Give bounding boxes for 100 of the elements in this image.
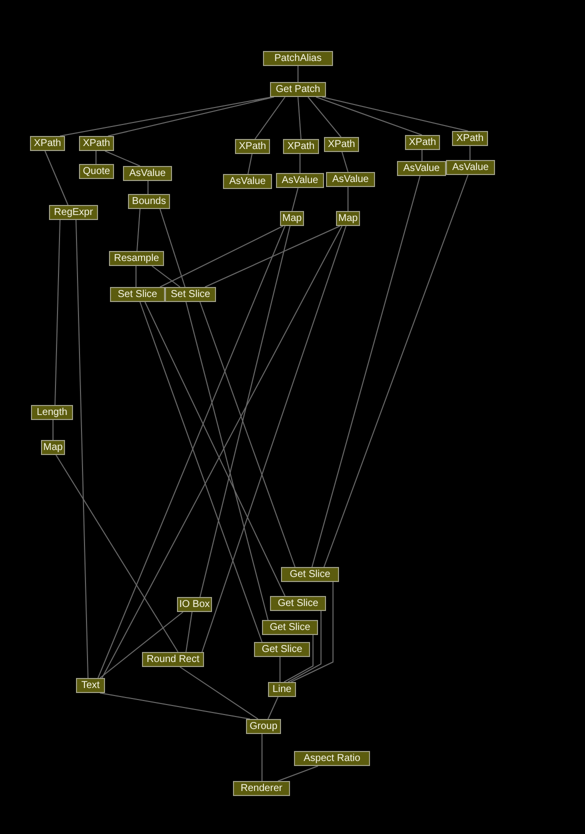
connector-line <box>100 692 250 720</box>
connector-line <box>104 150 140 166</box>
connector-line <box>254 96 286 140</box>
connector-line <box>200 226 290 598</box>
patch-node <box>263 51 333 66</box>
node-label: XPath <box>328 140 356 150</box>
node-label: Map <box>338 214 358 224</box>
connector-line <box>308 96 342 138</box>
connector-line <box>324 174 468 568</box>
node-label: AsValue <box>452 162 489 172</box>
patch-node <box>79 164 114 179</box>
patch-node <box>270 82 326 97</box>
connector-line <box>278 766 318 782</box>
connector-line <box>298 96 302 140</box>
node-label: Length <box>36 408 68 418</box>
connector-line <box>186 612 192 652</box>
patch-node <box>270 596 326 611</box>
connector-line <box>160 226 284 288</box>
connector-line <box>52 420 54 440</box>
node-label: Quote <box>82 166 110 176</box>
connector-line <box>102 226 342 678</box>
node-label: AsValue <box>282 176 318 186</box>
patch-node <box>405 135 440 150</box>
node-label: XPath <box>34 138 62 148</box>
patch-node <box>452 131 488 146</box>
connector-line <box>202 226 346 652</box>
patch-node <box>49 205 98 220</box>
patch-node <box>123 166 172 181</box>
node-label: Map <box>282 214 302 224</box>
patch-node <box>128 194 170 209</box>
connector-line <box>100 612 184 678</box>
node-label: Get Slice <box>262 644 302 654</box>
patch-node <box>276 173 324 188</box>
patch-node <box>109 251 164 266</box>
node-label: Get Slice <box>290 570 330 580</box>
node-label: Get Patch <box>276 84 320 94</box>
node-label: Bounds <box>132 196 166 206</box>
node-label: PatchAlias <box>274 54 322 64</box>
node-label: IO Box <box>179 600 210 610</box>
node-label: Map <box>43 442 63 452</box>
connector-line <box>312 176 420 568</box>
patch-node <box>142 652 204 667</box>
node-label: Set Slice <box>118 290 158 300</box>
patch-node <box>283 139 319 154</box>
patch-node <box>30 136 65 151</box>
patch-node <box>233 781 290 796</box>
connector-line <box>248 154 252 174</box>
node-label: Resample <box>114 254 160 264</box>
node-label: Text <box>81 680 100 690</box>
node-label: XPath <box>287 142 315 152</box>
node-label: RegExpr <box>54 208 93 218</box>
patch-node <box>223 174 272 189</box>
connector-line <box>322 96 468 132</box>
connector-line <box>140 302 262 642</box>
connector-line <box>144 302 286 596</box>
connector-line <box>204 226 340 288</box>
connector-line <box>292 188 298 212</box>
patch-node <box>246 719 281 734</box>
node-label: AsValue <box>332 174 369 184</box>
patch-node <box>31 405 73 420</box>
patch-node <box>326 172 375 187</box>
node-label: Get Slice <box>270 622 310 632</box>
connector-line <box>136 208 140 252</box>
patch-node <box>397 161 446 176</box>
connector-line <box>108 96 274 136</box>
patch-node <box>235 139 270 154</box>
connector-line <box>98 226 286 678</box>
node-label: Set Slice <box>170 290 210 300</box>
connector-line <box>56 454 178 652</box>
connector-line <box>186 302 268 620</box>
patch-node <box>110 287 165 302</box>
patch-node <box>79 136 114 151</box>
node-label: Line <box>272 684 292 694</box>
connector-line <box>316 96 422 136</box>
node-label: XPath <box>408 138 436 148</box>
patch-node <box>268 682 296 697</box>
connector-line <box>268 696 278 720</box>
connector-line <box>342 152 348 172</box>
connector-line <box>288 610 322 682</box>
connector-line <box>44 150 68 206</box>
node-label: AsValue <box>129 168 166 178</box>
connector-line <box>290 582 334 682</box>
patch-node <box>324 137 359 152</box>
connector-line <box>284 634 314 682</box>
connector-line <box>160 208 186 288</box>
node-label: XPath <box>238 142 266 152</box>
node-label: XPath <box>456 134 484 144</box>
node-label: Get Slice <box>278 598 318 608</box>
node-label: AsValue <box>403 164 440 174</box>
patch-node <box>262 620 318 635</box>
patch-node <box>281 567 339 582</box>
node-label: XPath <box>82 138 110 148</box>
patch-node <box>446 160 495 175</box>
connector-line <box>60 96 272 136</box>
connector-line <box>54 220 60 406</box>
patch-node <box>254 642 310 657</box>
node-label: Aspect Ratio <box>304 754 360 764</box>
node-label: Group <box>250 722 278 732</box>
node-label: AsValue <box>229 176 266 186</box>
connector-line <box>152 266 180 288</box>
